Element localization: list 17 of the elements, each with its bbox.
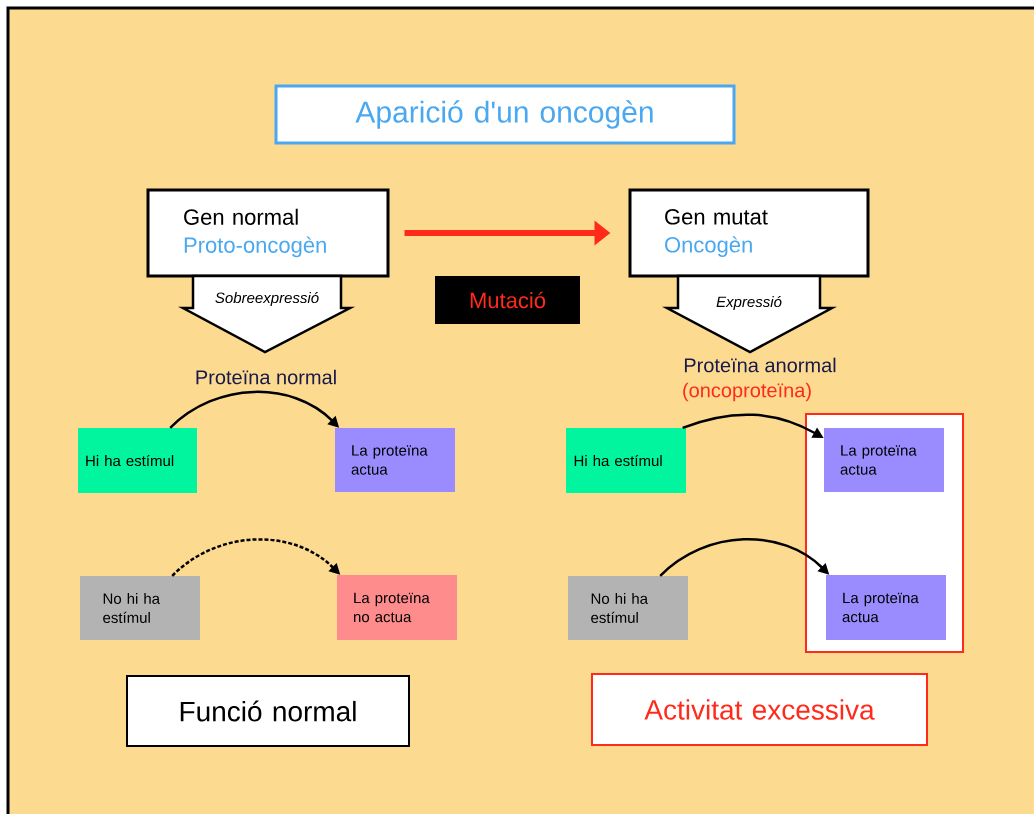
- response-box: La proteïna actua: [826, 575, 946, 640]
- stimulus-box: Hi ha estímul: [78, 428, 197, 493]
- result-box: Activitat excessiva: [591, 673, 928, 746]
- protein-label: Proteïna anormal: [684, 357, 836, 373]
- stimulus-box: No hi ha estímul: [568, 576, 688, 640]
- protein-label: Proteïna normal: [196, 369, 336, 385]
- gene-box: Gen normal Proto-oncogèn: [146, 188, 390, 278]
- gene-box: Gen mutat Oncogèn: [628, 188, 870, 278]
- result-box: Funció normal: [126, 675, 410, 747]
- stimulus-box: Hi ha estímul: [566, 428, 686, 493]
- response-box: La proteïna actua: [335, 428, 455, 492]
- mutation-box: Mutació: [435, 276, 580, 324]
- stimulus-box: No hi ha estímul: [80, 576, 200, 640]
- response-box: La proteïna no actua: [337, 575, 457, 640]
- title-box: Aparició d'un oncogèn: [274, 84, 736, 145]
- response-box: La proteïna actua: [824, 428, 944, 492]
- protein-label: (oncoproteïna): [683, 382, 811, 402]
